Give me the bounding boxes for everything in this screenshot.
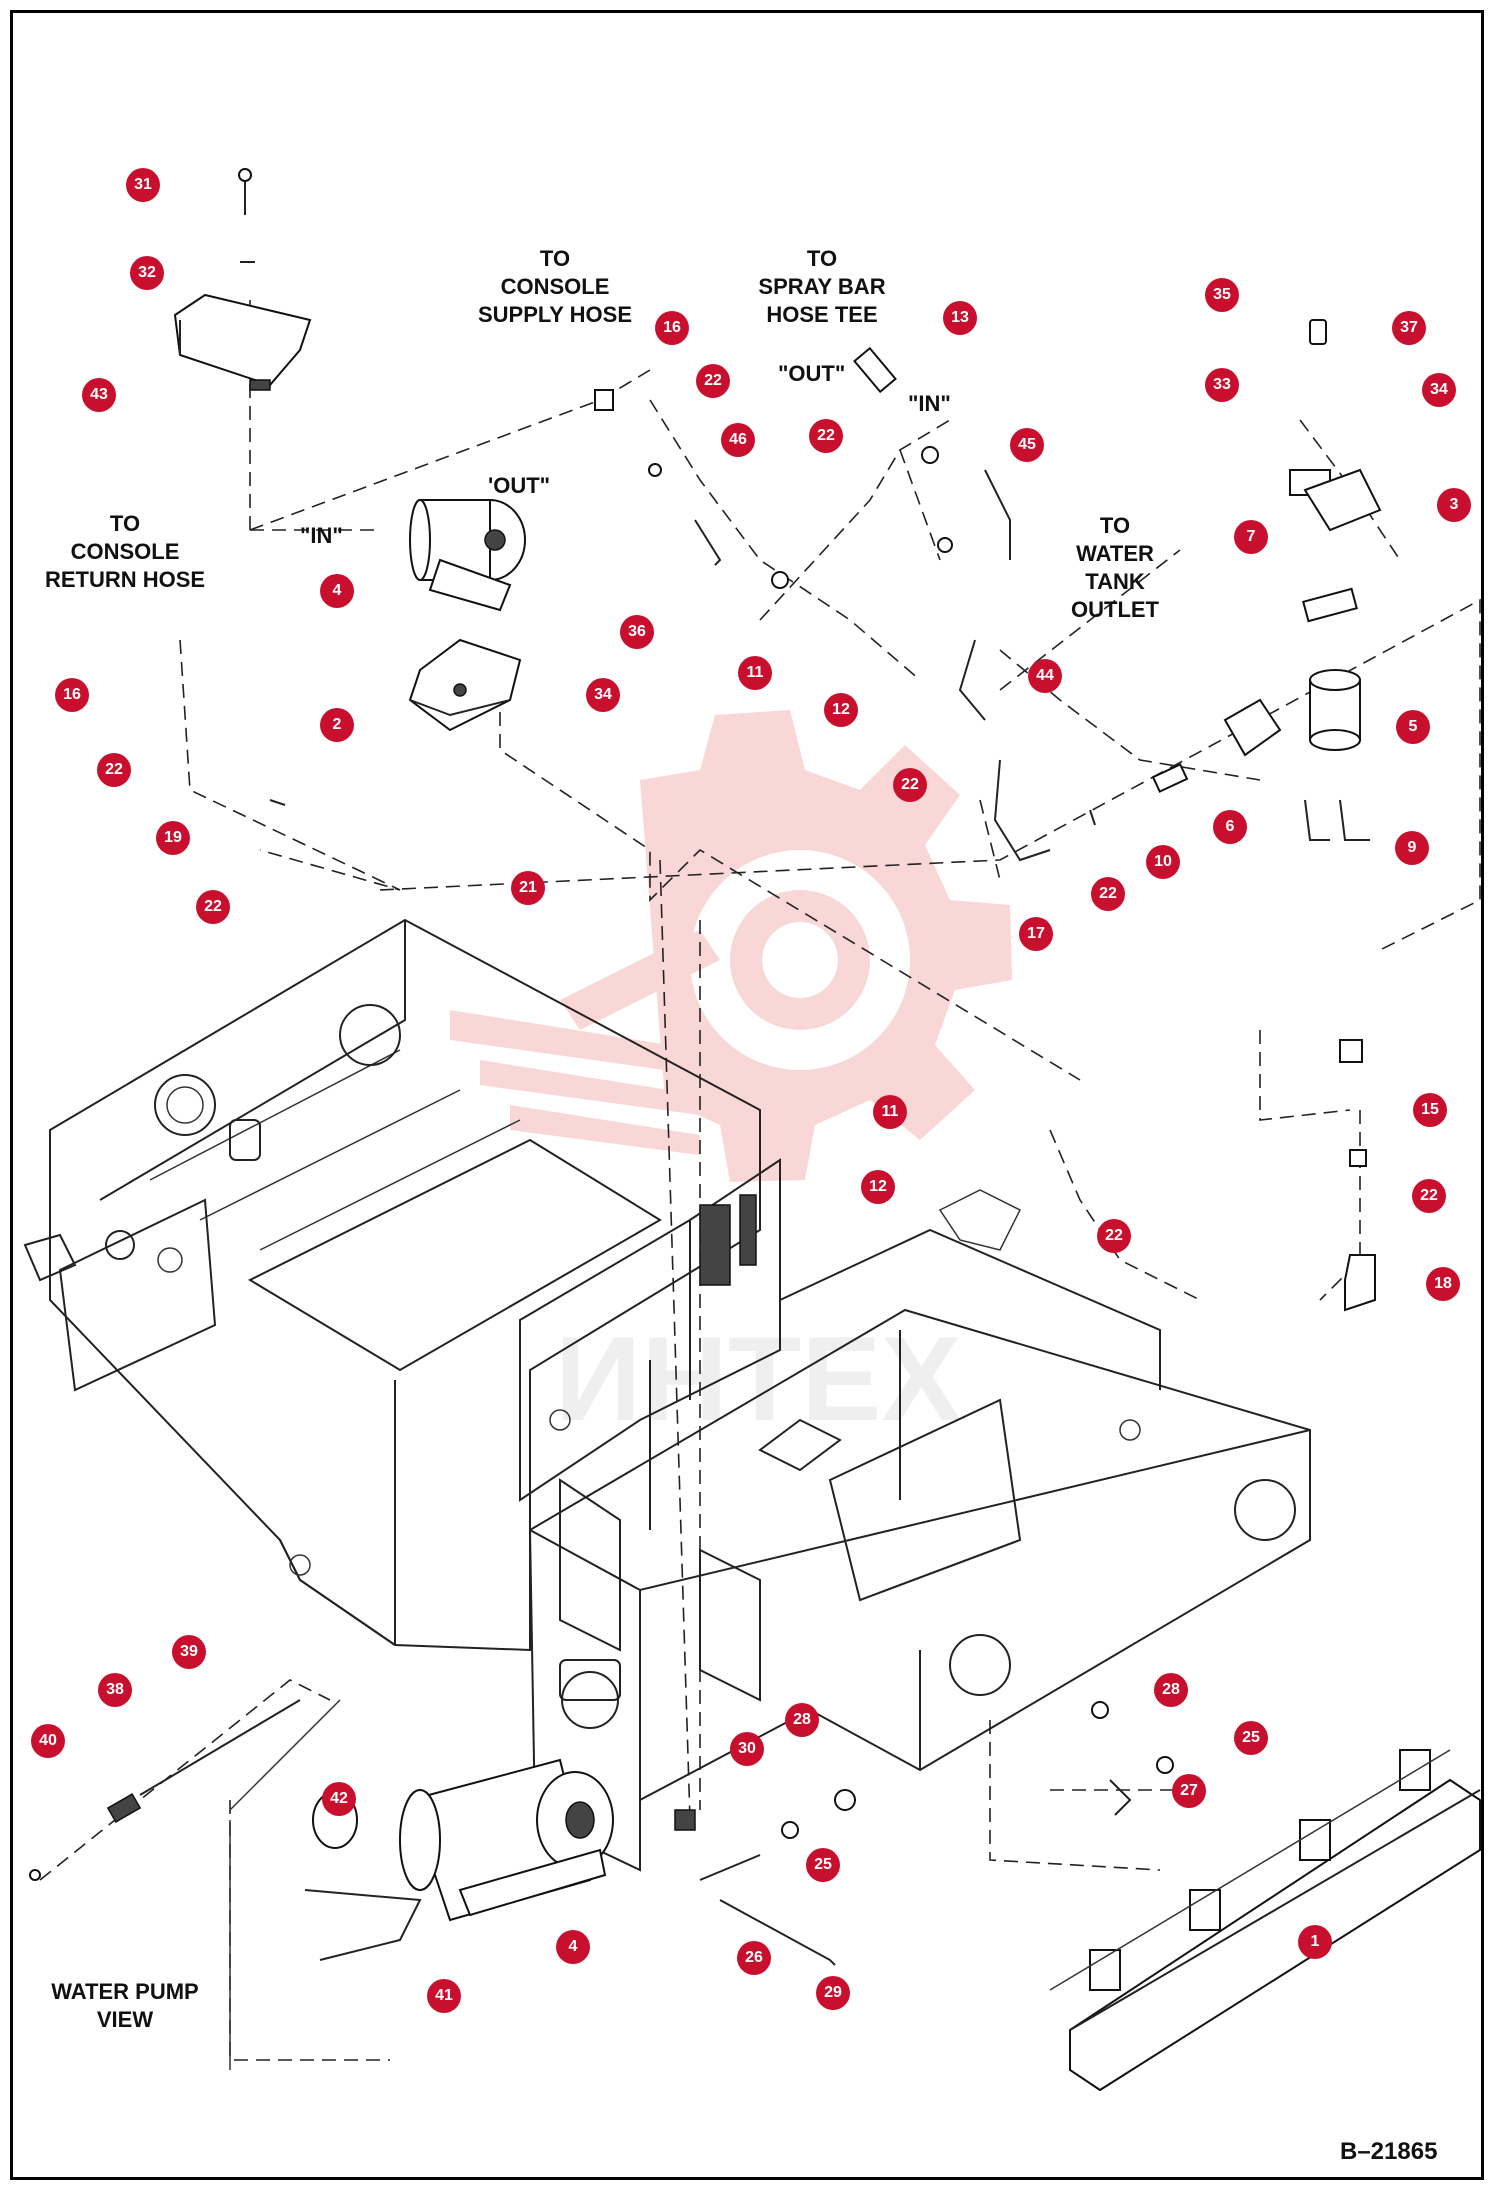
callout-28[interactable]: 28 bbox=[785, 1703, 819, 1737]
callout-41[interactable]: 41 bbox=[427, 1979, 461, 2013]
drawing-number: B–21865 bbox=[1340, 2138, 1438, 2165]
callout-13[interactable]: 13 bbox=[943, 301, 977, 335]
callout-6[interactable]: 6 bbox=[1213, 810, 1247, 844]
callout-37[interactable]: 37 bbox=[1392, 311, 1426, 345]
callout-12[interactable]: 12 bbox=[861, 1170, 895, 1204]
callout-31[interactable]: 31 bbox=[126, 168, 160, 202]
spray-bar-1 bbox=[1049, 1749, 1481, 2092]
label-out-right: "OUT" bbox=[778, 361, 846, 386]
callout-43[interactable]: 43 bbox=[82, 378, 116, 412]
label-to-spray-bar-hose-tee: TO SPRAY BAR HOSE TEE bbox=[722, 245, 922, 329]
strainer-5 bbox=[1151, 669, 1370, 841]
watermark-gear-logo: ИНТЕХ bbox=[450, 710, 1012, 1446]
callout-29[interactable]: 29 bbox=[816, 1976, 850, 2010]
callout-42[interactable]: 42 bbox=[322, 1782, 356, 1816]
label-in-left: "IN" bbox=[300, 523, 343, 548]
label-to-water-tank-outlet: TO WATER TANK OUTLET bbox=[1045, 512, 1185, 624]
callout-19[interactable]: 19 bbox=[156, 821, 190, 855]
watermark-text: ИНТЕХ bbox=[555, 1312, 961, 1446]
callout-21[interactable]: 21 bbox=[511, 871, 545, 905]
main-frame-left bbox=[23, 918, 761, 1652]
drawing-border bbox=[10, 10, 1484, 2180]
mounting-bracket-43 bbox=[173, 168, 312, 391]
callout-44[interactable]: 44 bbox=[1028, 659, 1062, 693]
callout-16[interactable]: 16 bbox=[655, 311, 689, 345]
callout-7[interactable]: 7 bbox=[1234, 520, 1268, 554]
callout-32[interactable]: 32 bbox=[130, 256, 164, 290]
callout-46[interactable]: 46 bbox=[721, 423, 755, 457]
callout-39[interactable]: 39 bbox=[172, 1635, 206, 1669]
callout-30[interactable]: 30 bbox=[730, 1732, 764, 1766]
callout-38[interactable]: 38 bbox=[98, 1673, 132, 1707]
callout-15[interactable]: 15 bbox=[1413, 1093, 1447, 1127]
callout-2[interactable]: 2 bbox=[320, 708, 354, 742]
callout-34[interactable]: 34 bbox=[586, 678, 620, 712]
callout-4[interactable]: 4 bbox=[556, 1930, 590, 1964]
callout-16[interactable]: 16 bbox=[55, 678, 89, 712]
fitting-15-18 bbox=[1339, 1039, 1376, 1312]
callout-22[interactable]: 22 bbox=[97, 753, 131, 787]
hose-routing-lines bbox=[39, 300, 1481, 2061]
filter-box-2 bbox=[408, 638, 522, 732]
callout-22[interactable]: 22 bbox=[696, 364, 730, 398]
callout-17[interactable]: 17 bbox=[1019, 917, 1053, 951]
label-text: TO CONSOLE RETURN HOSE bbox=[44, 511, 206, 592]
callout-12[interactable]: 12 bbox=[824, 693, 858, 727]
callout-25[interactable]: 25 bbox=[806, 1848, 840, 1882]
callout-33[interactable]: 33 bbox=[1205, 368, 1239, 402]
callout-10[interactable]: 10 bbox=[1146, 845, 1180, 879]
callout-22[interactable]: 22 bbox=[1412, 1179, 1446, 1213]
callout-18[interactable]: 18 bbox=[1426, 1267, 1460, 1301]
callout-22[interactable]: 22 bbox=[1091, 877, 1125, 911]
callout-22[interactable]: 22 bbox=[196, 890, 230, 924]
fasteners-25-30 bbox=[674, 1701, 1174, 1966]
center-pivot-frame bbox=[519, 1158, 781, 1502]
label-out-left: 'OUT" bbox=[488, 473, 551, 498]
callout-22[interactable]: 22 bbox=[809, 419, 843, 453]
callout-9[interactable]: 9 bbox=[1395, 831, 1429, 865]
label-text: WATER PUMP VIEW bbox=[51, 1979, 199, 2032]
callout-45[interactable]: 45 bbox=[1010, 428, 1044, 462]
callout-28[interactable]: 28 bbox=[1154, 1673, 1188, 1707]
label-to-console-return-hose: TO CONSOLE RETURN HOSE bbox=[25, 510, 225, 594]
label-text: TO CONSOLE SUPPLY HOSE bbox=[477, 246, 633, 327]
callout-40[interactable]: 40 bbox=[31, 1724, 65, 1758]
callout-1[interactable]: 1 bbox=[1298, 1925, 1332, 1959]
water-pump-4-top bbox=[409, 499, 526, 612]
hose-assembly bbox=[269, 319, 1382, 862]
label-water-pump-view: WATER PUMP VIEW bbox=[20, 1978, 230, 2034]
callout-3[interactable]: 3 bbox=[1437, 488, 1471, 522]
callout-27[interactable]: 27 bbox=[1172, 1774, 1206, 1808]
callout-11[interactable]: 11 bbox=[873, 1095, 907, 1129]
callout-4[interactable]: 4 bbox=[320, 574, 354, 608]
callout-22[interactable]: 22 bbox=[1097, 1219, 1131, 1253]
main-frame-right bbox=[528, 1189, 1311, 1872]
label-text: TO SPRAY BAR HOSE TEE bbox=[758, 246, 886, 327]
callout-34[interactable]: 34 bbox=[1422, 373, 1456, 407]
callout-36[interactable]: 36 bbox=[620, 615, 654, 649]
label-text: TO WATER TANK OUTLET bbox=[1071, 513, 1159, 622]
callout-35[interactable]: 35 bbox=[1205, 278, 1239, 312]
callout-26[interactable]: 26 bbox=[737, 1941, 771, 1975]
callout-11[interactable]: 11 bbox=[738, 656, 772, 690]
callout-22[interactable]: 22 bbox=[893, 768, 927, 802]
label-to-console-supply-hose: TO CONSOLE SUPPLY HOSE bbox=[455, 245, 655, 329]
callout-25[interactable]: 25 bbox=[1234, 1721, 1268, 1755]
label-in-right: "IN" bbox=[908, 391, 951, 416]
callout-5[interactable]: 5 bbox=[1396, 710, 1430, 744]
